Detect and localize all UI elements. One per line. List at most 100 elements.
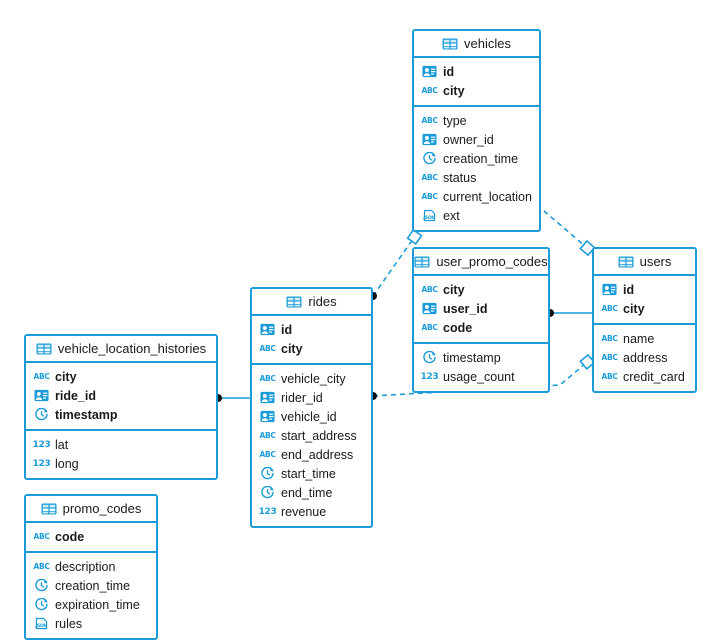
column-row[interactable]: creation_time <box>26 576 156 595</box>
clock-icon <box>260 486 275 499</box>
entity-title-bar[interactable]: users <box>594 249 695 276</box>
column-row[interactable]: expiration_time <box>26 595 156 614</box>
id-card-icon <box>422 133 437 146</box>
entity-title-bar[interactable]: promo_codes <box>26 496 156 523</box>
column-row[interactable]: ABC city <box>414 280 548 299</box>
table-icon <box>286 296 302 308</box>
column-row[interactable]: vehicle_id <box>252 407 371 426</box>
entity-name: user_promo_codes <box>436 254 548 269</box>
column-name: code <box>443 320 473 335</box>
column-row[interactable]: id <box>414 62 539 81</box>
relationship-upc-users[interactable] <box>546 309 592 317</box>
column-row[interactable]: 123 long <box>26 454 216 473</box>
table-icon <box>442 38 458 50</box>
column-row[interactable]: rider_id <box>252 388 371 407</box>
column-row[interactable]: timestamp <box>414 348 548 367</box>
column-name: timestamp <box>55 407 118 422</box>
column-row[interactable]: user_id <box>414 299 548 318</box>
column-name: city <box>281 341 303 356</box>
column-row[interactable]: id <box>594 280 695 299</box>
entity-title-bar[interactable]: rides <box>252 289 371 316</box>
relationship-vlh-rides[interactable] <box>214 394 250 402</box>
column-name: id <box>443 64 455 79</box>
column-row[interactable]: owner_id <box>414 130 539 149</box>
column-row[interactable]: creation_time <box>414 149 539 168</box>
entity-title-bar[interactable]: user_promo_codes <box>414 249 548 276</box>
column-row[interactable]: start_time <box>252 464 371 483</box>
entity-title-bar[interactable]: vehicles <box>414 31 539 58</box>
abc-icon: ABC <box>601 304 618 313</box>
column-name: rules <box>55 616 83 631</box>
column-name: id <box>281 322 293 337</box>
123-icon: 123 <box>32 458 51 469</box>
column-row[interactable]: ABC city <box>26 367 216 386</box>
column-row[interactable]: ABC city <box>252 339 371 358</box>
123-icon: 123 <box>258 506 277 517</box>
column-name: end_address <box>281 447 354 462</box>
column-row[interactable]: ABC city <box>594 299 695 318</box>
column-name: id <box>623 282 635 297</box>
column-name: type <box>443 113 467 128</box>
column-name: city <box>55 369 77 384</box>
clock-icon <box>34 408 49 421</box>
clock-icon <box>34 598 49 611</box>
column-name: revenue <box>281 504 327 519</box>
column-name: city <box>443 282 465 297</box>
column-row[interactable]: ABC type <box>414 111 539 130</box>
clock-icon <box>422 351 437 364</box>
column-row[interactable]: end_time <box>252 483 371 502</box>
column-name: address <box>623 350 668 365</box>
entity-title-bar[interactable]: vehicle_location_histories <box>26 336 216 363</box>
table-icon <box>414 256 430 268</box>
column-name: name <box>623 331 655 346</box>
abc-icon: ABC <box>33 372 50 381</box>
abc-icon: ABC <box>33 562 50 571</box>
abc-icon: ABC <box>601 372 618 381</box>
column-row[interactable]: JSON rules <box>26 614 156 633</box>
abc-icon: ABC <box>259 450 276 459</box>
column-row[interactable]: id <box>252 320 371 339</box>
abc-icon: ABC <box>421 285 438 294</box>
abc-icon: ABC <box>259 344 276 353</box>
json-icon: JSON <box>422 209 437 222</box>
column-name: city <box>443 83 465 98</box>
123-icon: 123 <box>32 439 51 450</box>
column-name: timestamp <box>443 350 501 365</box>
column-row[interactable]: 123 revenue <box>252 502 371 521</box>
column-row[interactable]: ride_id <box>26 386 216 405</box>
column-row[interactable]: timestamp <box>26 405 216 424</box>
column-row[interactable]: ABC end_address <box>252 445 371 464</box>
abc-icon: ABC <box>421 116 438 125</box>
column-name: long <box>55 456 79 471</box>
svg-text:JSON: JSON <box>422 215 435 221</box>
json-icon: JSON <box>34 617 49 630</box>
column-name: start_address <box>281 428 357 443</box>
column-name: city <box>623 301 645 316</box>
